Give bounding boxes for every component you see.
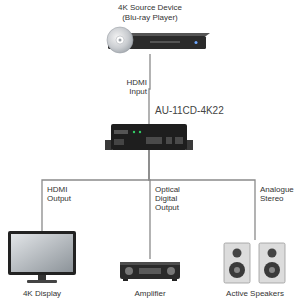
mount-ear [186, 140, 193, 150]
amp-foot [172, 279, 177, 281]
signal-label: Optical Digital Output [154, 185, 188, 212]
speaker-cabinet [259, 243, 285, 283]
source-device: 4K Source Device (Blu-ray Player) [88, 3, 212, 54]
display-base [27, 280, 57, 283]
woofer [229, 262, 245, 278]
amp-foot [123, 279, 128, 281]
speakers-illustration [224, 243, 285, 283]
amp-knob [125, 267, 133, 275]
device-body [111, 124, 187, 150]
cable-line [149, 54, 150, 124]
converter-box: AU-11CD-4K22 [111, 124, 187, 150]
mount-ear [105, 140, 112, 150]
amp-knob [167, 267, 175, 275]
port [114, 130, 128, 134]
device-label: Active Speakers [219, 289, 291, 299]
speaker-device: Active Speakers [219, 240, 291, 298]
device-label: 4K Source Device (Blu-ray Player) [110, 3, 190, 22]
device-label: 4K Display [4, 289, 80, 299]
port [175, 137, 183, 144]
cable-line [42, 150, 149, 231]
display-stand [38, 275, 46, 280]
led [133, 131, 135, 133]
disc-hub [116, 36, 124, 44]
signal-label: HDMI Output [46, 185, 80, 203]
player-slot [150, 41, 180, 43]
device-name: AU-11CD-4K22 [155, 105, 224, 117]
port [146, 137, 162, 144]
disc-hole [119, 39, 122, 42]
cable-line [149, 150, 255, 240]
woofer-cap [269, 267, 275, 273]
display-bezel [8, 231, 76, 275]
device-label: Amplifier [113, 289, 187, 299]
woofer [264, 262, 280, 278]
disc [107, 27, 133, 53]
amp-top [120, 262, 180, 265]
speaker-cabinet [224, 243, 250, 283]
player-led [195, 41, 198, 44]
port [114, 139, 124, 145]
led [139, 131, 141, 133]
tweeter [268, 249, 277, 258]
display-device: 4K Display [4, 231, 80, 298]
amplifier-illustration [120, 262, 180, 281]
amp-display [139, 268, 161, 274]
port [166, 137, 172, 144]
display-illustration [8, 231, 76, 283]
signal-label: HDMI Input [118, 78, 148, 96]
display-screen [11, 234, 73, 272]
amplifier-device: Amplifier [113, 259, 187, 298]
signal-label: Analogue Stereo [259, 185, 298, 203]
bluray-player [107, 27, 210, 53]
woofer-cap [234, 267, 240, 273]
amp-body [120, 262, 180, 279]
converter-device [105, 124, 193, 150]
tweeter [233, 249, 242, 258]
